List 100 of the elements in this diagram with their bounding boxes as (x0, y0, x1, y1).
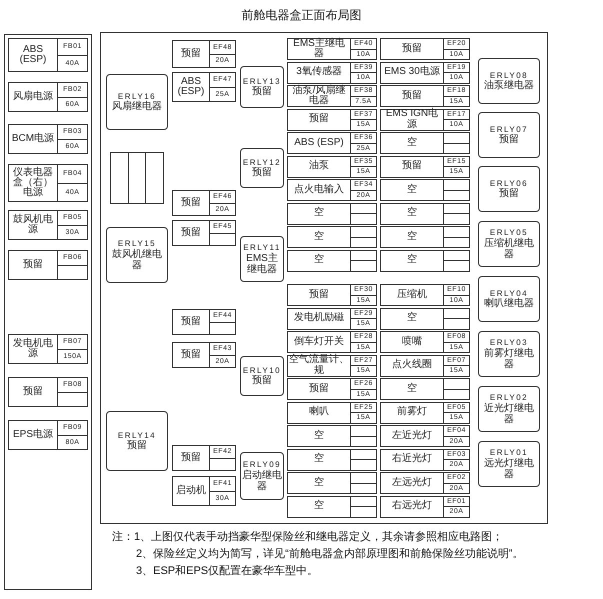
relay-code: ERLY08 (490, 70, 528, 80)
fuse-box (8, 377, 88, 407)
fuse-name: 空 (407, 232, 417, 242)
fuse-name: 右近光灯 (392, 454, 432, 465)
relay-name: 预留 (252, 375, 272, 386)
fuse-name: 预留 (181, 350, 201, 360)
fuse-name: 倒车灯开关 (294, 336, 344, 348)
fuse-name: 空 (407, 138, 417, 148)
relay-code: ERLY16 (118, 92, 156, 101)
fuse-box (380, 202, 470, 224)
relay-name: EMS主继电器 (245, 252, 279, 275)
fuse-box (287, 378, 377, 400)
fuse-name: 3氧传感器 (296, 67, 342, 78)
fuse-name: ABS (ESP) (18, 44, 48, 66)
relay-code: ERLY01 (490, 448, 528, 458)
fuse-name: 点火电输入 (294, 184, 344, 196)
relay-code: ERLY13 (242, 76, 282, 86)
fuse-box (287, 250, 377, 272)
fuse-name: 前雾灯 (397, 407, 427, 418)
relay-code: ERLY05 (490, 228, 528, 238)
relay-name: 喇叭继电器 (484, 298, 534, 310)
fuse-name: 预留 (181, 198, 201, 208)
relay-box (478, 221, 540, 267)
relay-code: ERLY04 (490, 288, 528, 298)
fuse-name: 预留 (181, 228, 201, 238)
fuse-name: EMS IGN电源 (384, 109, 440, 130)
fuse-name: 空 (314, 501, 324, 512)
relay-code: ERLY11 (243, 243, 281, 252)
relay-name: 预留 (252, 167, 272, 178)
relay-code: ERLY03 (490, 338, 528, 348)
fuse-name: 预留 (402, 90, 422, 102)
fuse-name: 空 (314, 232, 324, 242)
fuse-name: 左远光灯 (392, 478, 432, 488)
fuse-box (287, 402, 377, 424)
fuse-panel (4, 34, 92, 590)
fuse-name: 空 (314, 255, 324, 266)
relay-name: 远光灯继电器 (483, 458, 535, 480)
relay-name: 近光灯继电器 (483, 402, 535, 425)
fuse-name: 发电机励磁 (294, 313, 344, 324)
fuse-box (380, 284, 470, 306)
fuse-box (380, 108, 470, 130)
fuse-box (287, 284, 377, 306)
fuse-name: EMS主继电器 (292, 38, 346, 60)
fuse-box (380, 496, 470, 518)
fuse-name: 空 (407, 184, 417, 196)
fuse-box (8, 164, 88, 202)
relay-name: 油泵继电器 (484, 80, 534, 92)
fuse-box (287, 179, 377, 201)
relay-box (478, 58, 540, 104)
relay-box (478, 386, 540, 432)
fuse-box (287, 202, 377, 224)
relay-box (240, 452, 284, 500)
fuse-box (287, 62, 377, 84)
fuse-name: 左近光灯 (392, 430, 432, 442)
relay-name: 压缩机继电器 (483, 238, 535, 260)
fuse-name: EMS 30电源 (384, 67, 440, 78)
fuse-box (287, 308, 377, 330)
fuse-name: 空 (407, 313, 417, 324)
fuse-box (172, 40, 236, 68)
fuse-name: 空 (407, 255, 417, 266)
note-text: 3、ESP和EPS仅配置在豪华车型中。 (135, 564, 320, 579)
fuse-name: 预留 (23, 386, 43, 398)
fuse-box (380, 156, 470, 178)
fuse-box (172, 72, 236, 102)
fuse-name: 鼓风机电源 (12, 214, 54, 236)
fuse-box (8, 38, 88, 72)
fuse-name: 启动机 (176, 486, 206, 496)
fuse-box (380, 62, 470, 84)
fuse-name: 预留 (402, 161, 422, 172)
fuse-name: 点火线圈 (392, 360, 432, 371)
fuse-box (287, 331, 377, 353)
fuse-box (380, 179, 470, 201)
fuse-box (380, 38, 470, 60)
fuse-name: 空 (314, 430, 324, 442)
fuse-box (287, 354, 377, 376)
relay-name: 风扇继电器 (112, 101, 162, 112)
fuse-name: 空气流量计、规 (289, 355, 349, 376)
relay-box (478, 166, 540, 212)
fuse-name: 空 (407, 384, 417, 394)
relay-box (240, 356, 284, 396)
fuse-box (287, 132, 377, 154)
fuse-name: 喇叭 (309, 407, 329, 418)
fuse-box (172, 220, 236, 246)
fuse-box (8, 124, 88, 154)
fuse-box (287, 448, 377, 470)
fuse-box (380, 472, 470, 494)
fuse-name: 空 (314, 454, 324, 465)
fuse-box (287, 156, 377, 178)
fuse-box (8, 82, 88, 112)
fuse-box (172, 445, 236, 471)
relay-box (478, 112, 540, 158)
relay-code: ERLY12 (242, 158, 282, 167)
fuse-name: 预留 (309, 384, 329, 394)
fuse-name: 油泵 (309, 161, 329, 172)
fuse-panel (100, 32, 548, 524)
relay-box (240, 236, 284, 282)
relay-code: ERLY10 (242, 366, 282, 375)
fuse-box (287, 226, 377, 248)
fuse-name: ABS (ESP) (294, 138, 344, 148)
fuse-name: 预留 (309, 114, 329, 125)
